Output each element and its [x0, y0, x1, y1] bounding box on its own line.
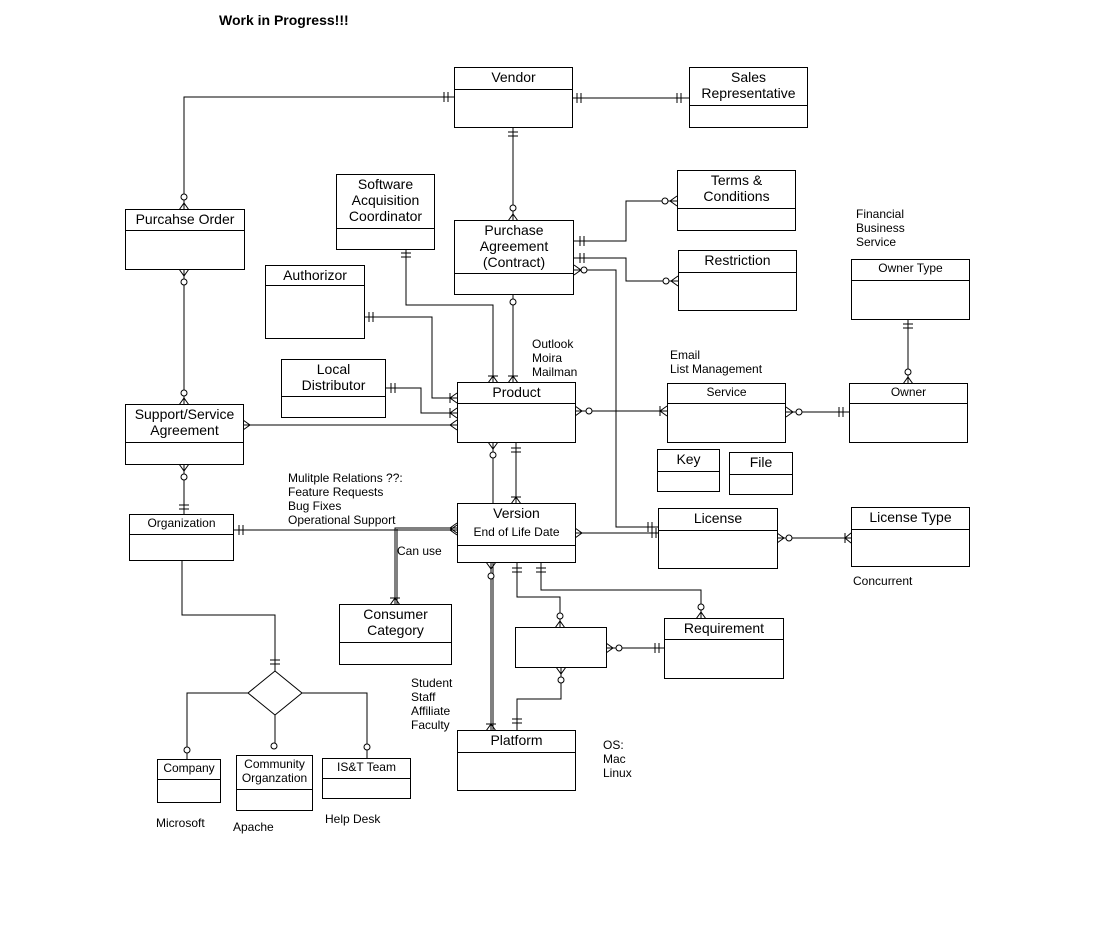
subtype-diamond	[247, 670, 303, 716]
rel-coordinator-product	[405, 249, 494, 383]
note-concurrent: Concurrent	[853, 574, 913, 588]
entity-title: Product	[458, 383, 575, 404]
entity-title: Owner Type	[852, 260, 969, 281]
entity-owner-type[interactable]: Owner Type	[851, 259, 970, 320]
entity-terms-conditions[interactable]: Terms & Conditions	[677, 170, 796, 231]
note-financial-business-service: Financial Business Service	[856, 207, 905, 249]
entity-sales-representative[interactable]: Sales Representative	[689, 67, 808, 128]
page-title: Work in Progress!!!	[219, 12, 349, 28]
entity-software-acquisition-coordinator[interactable]: Software Acquisition Coordinator	[336, 174, 435, 250]
rel-authorizor-product	[364, 316, 457, 399]
entity-title: Terms & Conditions	[678, 171, 795, 209]
entity-title: Local Distributor	[282, 360, 385, 397]
entity-product[interactable]: Product	[457, 382, 576, 443]
note-outlook-moira-mailman: Outlook Moira Mailman	[532, 337, 578, 379]
note-multiple-relations: Mulitple Relations ??: Feature Requests …	[288, 471, 403, 527]
entity-service[interactable]: Service	[667, 383, 786, 443]
entity-title: Platform	[458, 731, 575, 753]
rel-version-consumer	[394, 527, 457, 605]
entity-version[interactable]: Version End of Life Date	[457, 503, 576, 563]
entity-authorizor[interactable]: Authorizor	[265, 265, 365, 339]
entity-purchase-order[interactable]: Purcahse Order	[125, 209, 245, 270]
entity-title: Organization	[130, 515, 233, 535]
entity-title: Purcahse Order	[126, 210, 244, 231]
entity-title: Restriction	[679, 251, 796, 273]
entity-attribute: End of Life Date	[458, 524, 575, 546]
note-microsoft: Microsoft	[156, 816, 205, 830]
rel-organization-subtype	[181, 560, 276, 671]
entity-title: File	[730, 453, 792, 475]
note-os-mac-linux: OS: Mac Linux	[603, 738, 632, 780]
entity-purchase-agreement[interactable]: Purchase Agreement (Contract)	[454, 220, 574, 295]
entity-requirement[interactable]: Requirement	[664, 618, 784, 679]
entity-title: Version	[493, 505, 540, 521]
entity-title: IS&T Team	[323, 759, 410, 779]
entity-title: Service	[668, 384, 785, 404]
entity-title: License	[659, 509, 777, 531]
rel-version-requirement	[540, 562, 702, 619]
entity-title: Vendor	[455, 68, 572, 90]
entity-title	[516, 628, 606, 629]
entity-license-type[interactable]: License Type	[851, 507, 970, 567]
entity-title: Community Organzation	[237, 756, 312, 790]
entity-title: Consumer Category	[340, 605, 451, 643]
entity-key[interactable]: Key	[657, 449, 720, 492]
rel-agreement-restriction	[574, 257, 678, 282]
entity-title: License Type	[852, 508, 969, 530]
entity-title: Purchase Agreement (Contract)	[455, 221, 573, 274]
note-email-list-management: Email List Management	[670, 348, 763, 376]
entity-owner[interactable]: Owner	[849, 383, 968, 443]
entity-title: Sales Representative	[690, 68, 807, 106]
entity-file[interactable]: File	[729, 452, 793, 495]
rel-vendor-purchase-order	[183, 96, 454, 210]
entity-community-organization[interactable]: Community Organzation	[236, 755, 313, 811]
entity-restriction[interactable]: Restriction	[678, 250, 797, 311]
rel-agreement-license	[574, 269, 658, 528]
entity-unnamed[interactable]	[515, 627, 607, 668]
entity-title: Requirement	[665, 619, 783, 640]
note-apache: Apache	[233, 820, 274, 834]
rel-unnamed-platform	[516, 667, 562, 731]
entity-title: Authorizor	[266, 266, 364, 286]
entity-platform[interactable]: Platform	[457, 730, 576, 791]
note-can-use: Can use	[397, 544, 442, 558]
entity-local-distributor[interactable]: Local Distributor	[281, 359, 386, 418]
entity-vendor[interactable]: Vendor	[454, 67, 573, 128]
entity-consumer-category[interactable]: Consumer Category	[339, 604, 452, 665]
entity-support-service-agreement[interactable]: Support/Service Agreement	[125, 404, 244, 465]
entity-title: Software Acquisition Coordinator	[337, 175, 434, 229]
rel-distributor-product	[385, 387, 457, 414]
entity-license[interactable]: License	[658, 508, 778, 569]
note-student-staff-affiliate-faculty: Student Staff Affiliate Faculty	[411, 676, 453, 732]
entity-title: Company	[158, 760, 220, 780]
entity-ist-team[interactable]: IS&T Team	[322, 758, 411, 799]
entity-title: Owner	[850, 384, 967, 404]
note-help-desk: Help Desk	[325, 812, 381, 826]
entity-title: Key	[658, 450, 719, 472]
entity-title: Support/Service Agreement	[126, 405, 243, 443]
entity-company[interactable]: Company	[157, 759, 221, 803]
rel-agreement-terms	[574, 200, 677, 242]
entity-organization[interactable]: Organization	[129, 514, 234, 561]
